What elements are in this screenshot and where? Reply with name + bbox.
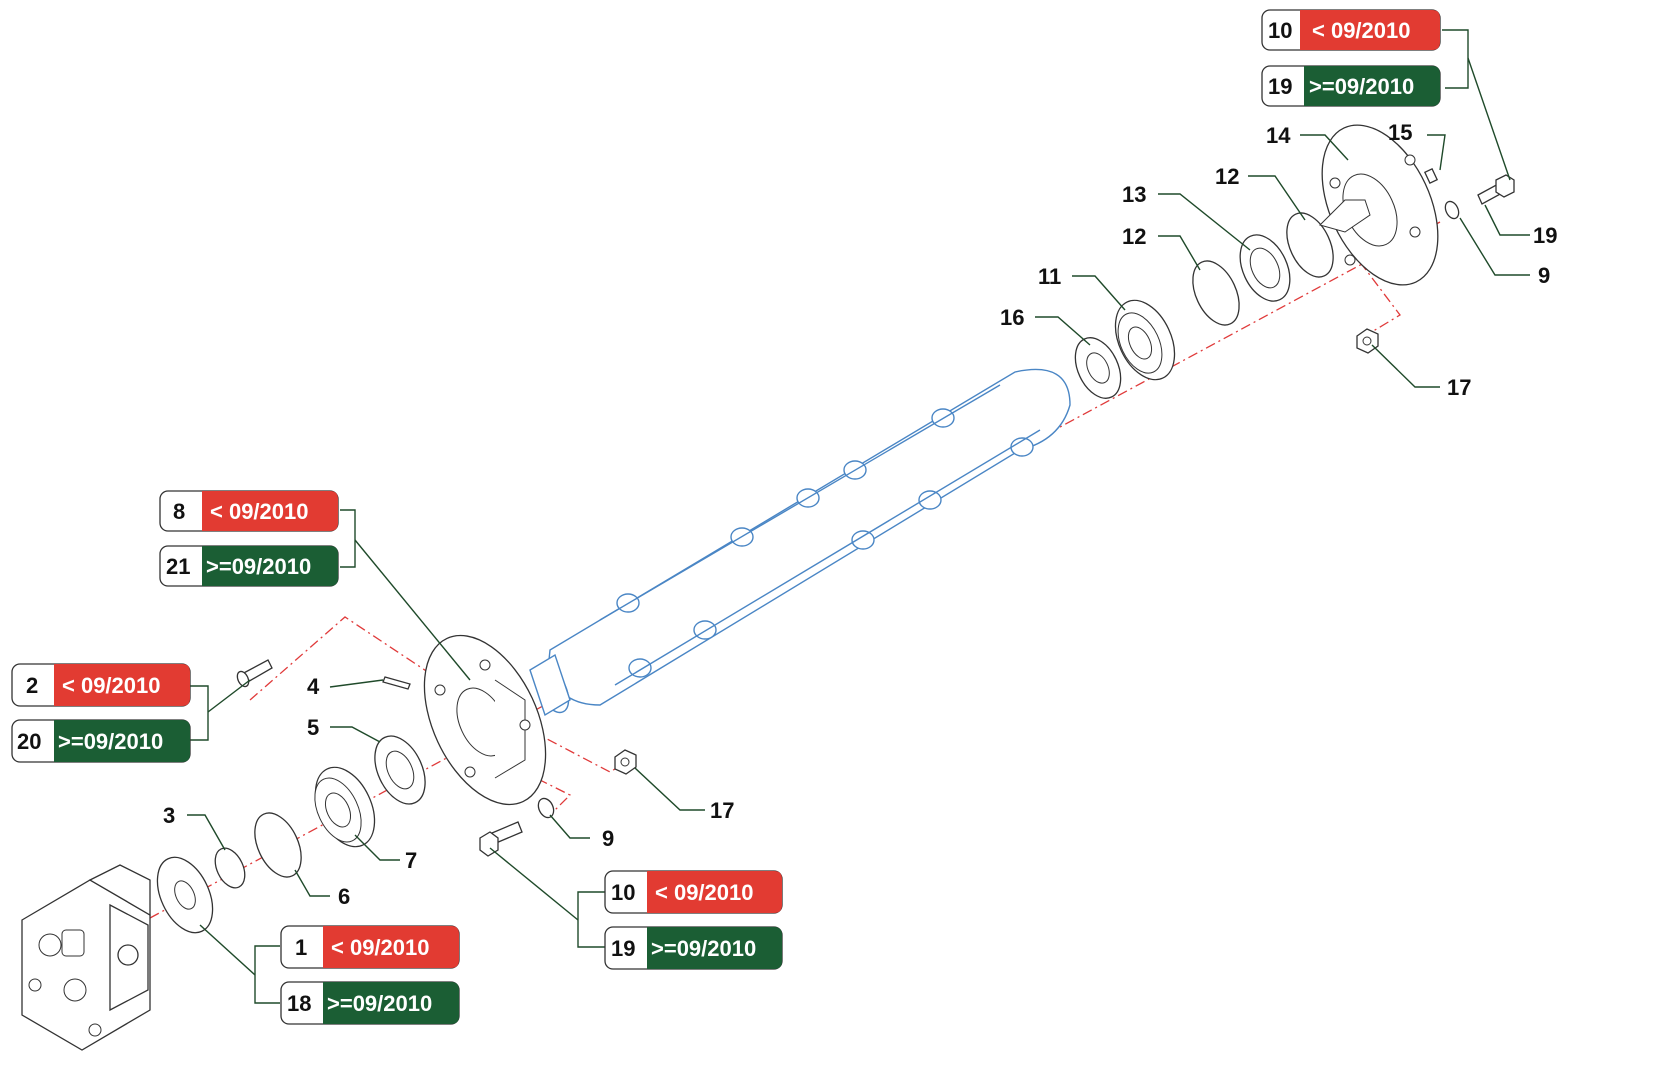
flange-upper: [1319, 124, 1439, 286]
badge-date: >=09/2010: [206, 554, 311, 579]
badge-group-bottom-middle: 10 < 09/2010 19 >=09/2010: [604, 870, 783, 970]
badge-group-middle-left: 8 < 09/2010 21 >=09/2010: [159, 490, 339, 587]
label-4: 4: [307, 674, 320, 699]
badge-after: 18 >=09/2010: [280, 981, 460, 1025]
badge-group-top-right: 10 < 09/2010 19 >=09/2010: [1261, 9, 1441, 107]
badge-number: 20: [17, 729, 41, 754]
badge-number: 10: [611, 880, 635, 905]
snap-ring-upper: [1286, 212, 1334, 278]
grease-nipple: [1423, 168, 1439, 184]
hub-cap: [1074, 337, 1122, 399]
label-7: 7: [405, 848, 417, 873]
badge-date: < 09/2010: [1312, 18, 1410, 43]
label-9-lower: 9: [602, 826, 614, 851]
oil-seal-upper: [1239, 234, 1291, 302]
badge-date: < 09/2010: [210, 499, 308, 524]
label-5: 5: [307, 715, 319, 740]
badge-after: 20 >=09/2010: [11, 719, 191, 763]
washer-upper: [1444, 200, 1460, 220]
snap-ring-small: [214, 847, 246, 889]
bearing-upper: [1114, 299, 1176, 381]
flange-lower: [423, 634, 547, 806]
badge-number: 2: [26, 673, 38, 698]
badge-date: < 09/2010: [331, 935, 429, 960]
nut-upper: [1356, 328, 1379, 354]
circlip: [254, 812, 302, 878]
label-16: 16: [1000, 305, 1024, 330]
label-15: 15: [1388, 120, 1412, 145]
countersunk-screw: [236, 659, 273, 688]
badge-after: 19 >=09/2010: [604, 926, 783, 970]
badge-after: 21 >=09/2010: [159, 545, 339, 587]
badge-group-bottom-left: 1 < 09/2010 18 >=09/2010: [280, 925, 460, 1025]
badge-number: 18: [287, 991, 311, 1016]
badge-before: 8 < 09/2010: [159, 490, 339, 532]
badge-date: >=09/2010: [327, 991, 432, 1016]
seal-ring: [156, 856, 214, 934]
label-9-upper: 9: [1538, 263, 1550, 288]
bearing-lower: [314, 766, 376, 848]
label-3: 3: [163, 803, 175, 828]
nut-lower: [614, 749, 637, 775]
label-12-lower: 12: [1122, 224, 1146, 249]
badge-before: 10 < 09/2010: [604, 870, 783, 914]
label-17-lower: 17: [710, 798, 734, 823]
grub-pin: [382, 676, 411, 690]
badge-before: 10 < 09/2010: [1261, 9, 1441, 51]
badge-after: 19 >=09/2010: [1261, 65, 1441, 107]
badge-number: 10: [1268, 18, 1292, 43]
bolt-lower: [479, 821, 523, 857]
label-12-upper: 12: [1215, 164, 1239, 189]
badge-number: 1: [295, 935, 307, 960]
label-11: 11: [1038, 264, 1061, 289]
leader-lines: [187, 29, 1530, 1004]
label-19: 19: [1533, 223, 1557, 248]
badge-date: >=09/2010: [58, 729, 163, 754]
badge-date: >=09/2010: [1309, 74, 1414, 99]
badge-date: >=09/2010: [651, 936, 756, 961]
badge-group-left: 2 < 09/2010 20 >=09/2010: [11, 663, 191, 763]
badge-number: 19: [1268, 74, 1292, 99]
label-13: 13: [1122, 182, 1146, 207]
label-14: 14: [1266, 123, 1291, 148]
hydraulic-motor: [21, 864, 151, 1051]
badge-number: 21: [166, 554, 190, 579]
spacer-washer: [374, 735, 426, 805]
badge-number: 8: [173, 499, 185, 524]
washer-lower: [537, 797, 555, 819]
label-6: 6: [338, 884, 350, 909]
bolt-upper: [1477, 174, 1515, 205]
badge-before: 2 < 09/2010: [11, 663, 191, 707]
label-17-upper: 17: [1447, 375, 1471, 400]
badge-date: < 09/2010: [655, 880, 753, 905]
part-number-labels: 14 15 13 12 12 11 16 19 9 17 4 5 3 7 6 1…: [163, 120, 1557, 909]
main-shaft: [529, 368, 1071, 717]
badge-number: 19: [611, 936, 635, 961]
badge-date: < 09/2010: [62, 673, 160, 698]
circlip-upper: [1192, 260, 1240, 326]
badge-before: 1 < 09/2010: [280, 925, 460, 969]
